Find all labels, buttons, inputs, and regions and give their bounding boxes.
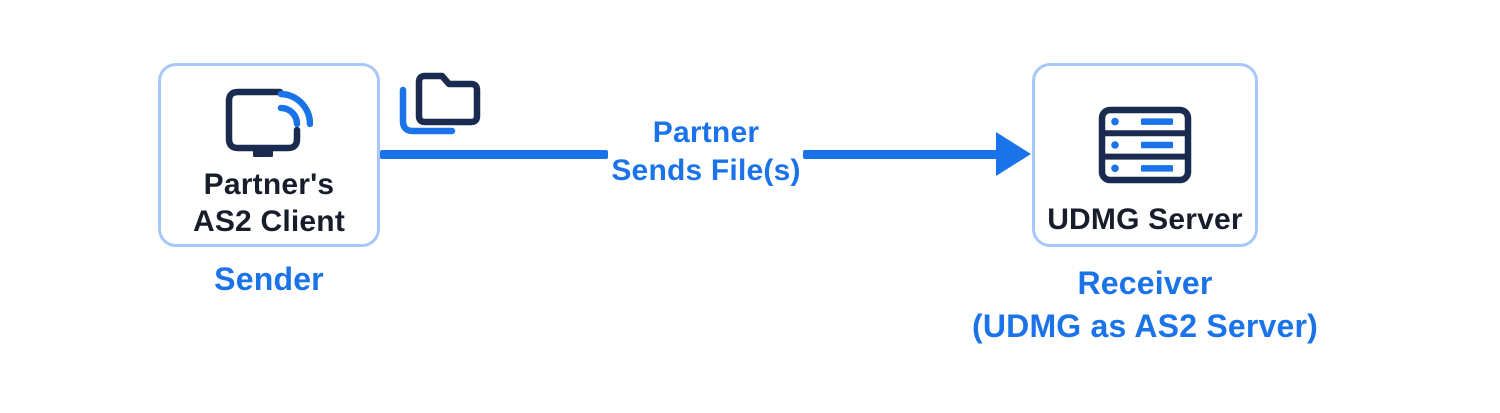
sender-title-line1: Partner's: [203, 168, 335, 201]
flow-arrowhead-icon: [996, 132, 1031, 176]
flow-arrow-line-right: [803, 150, 1000, 159]
flow-label-line2: Sends File(s): [611, 154, 801, 187]
folders-icon: [399, 72, 481, 135]
sender-caption: Sender: [214, 261, 324, 297]
flow-label-line1: Partner: [652, 116, 760, 149]
receiver-node: UDMG Server: [1032, 63, 1258, 247]
receiver-caption-line1: Receiver: [1077, 265, 1213, 301]
flow-label: Partner Sends File(s): [556, 114, 856, 190]
sender-node-title: Partner's AS2 Client: [193, 166, 345, 240]
monitor-cast-icon: [225, 88, 313, 157]
sender-title-line2: AS2 Client: [192, 205, 346, 238]
flow-arrow-line-left: [380, 150, 608, 159]
receiver-caption: Receiver (UDMG as AS2 Server): [935, 262, 1355, 348]
server-icon: [1098, 106, 1192, 184]
receiver-node-title: UDMG Server: [1047, 203, 1243, 236]
sender-node: Partner's AS2 Client: [158, 63, 380, 247]
receiver-caption-line2: (UDMG as AS2 Server): [971, 308, 1319, 344]
